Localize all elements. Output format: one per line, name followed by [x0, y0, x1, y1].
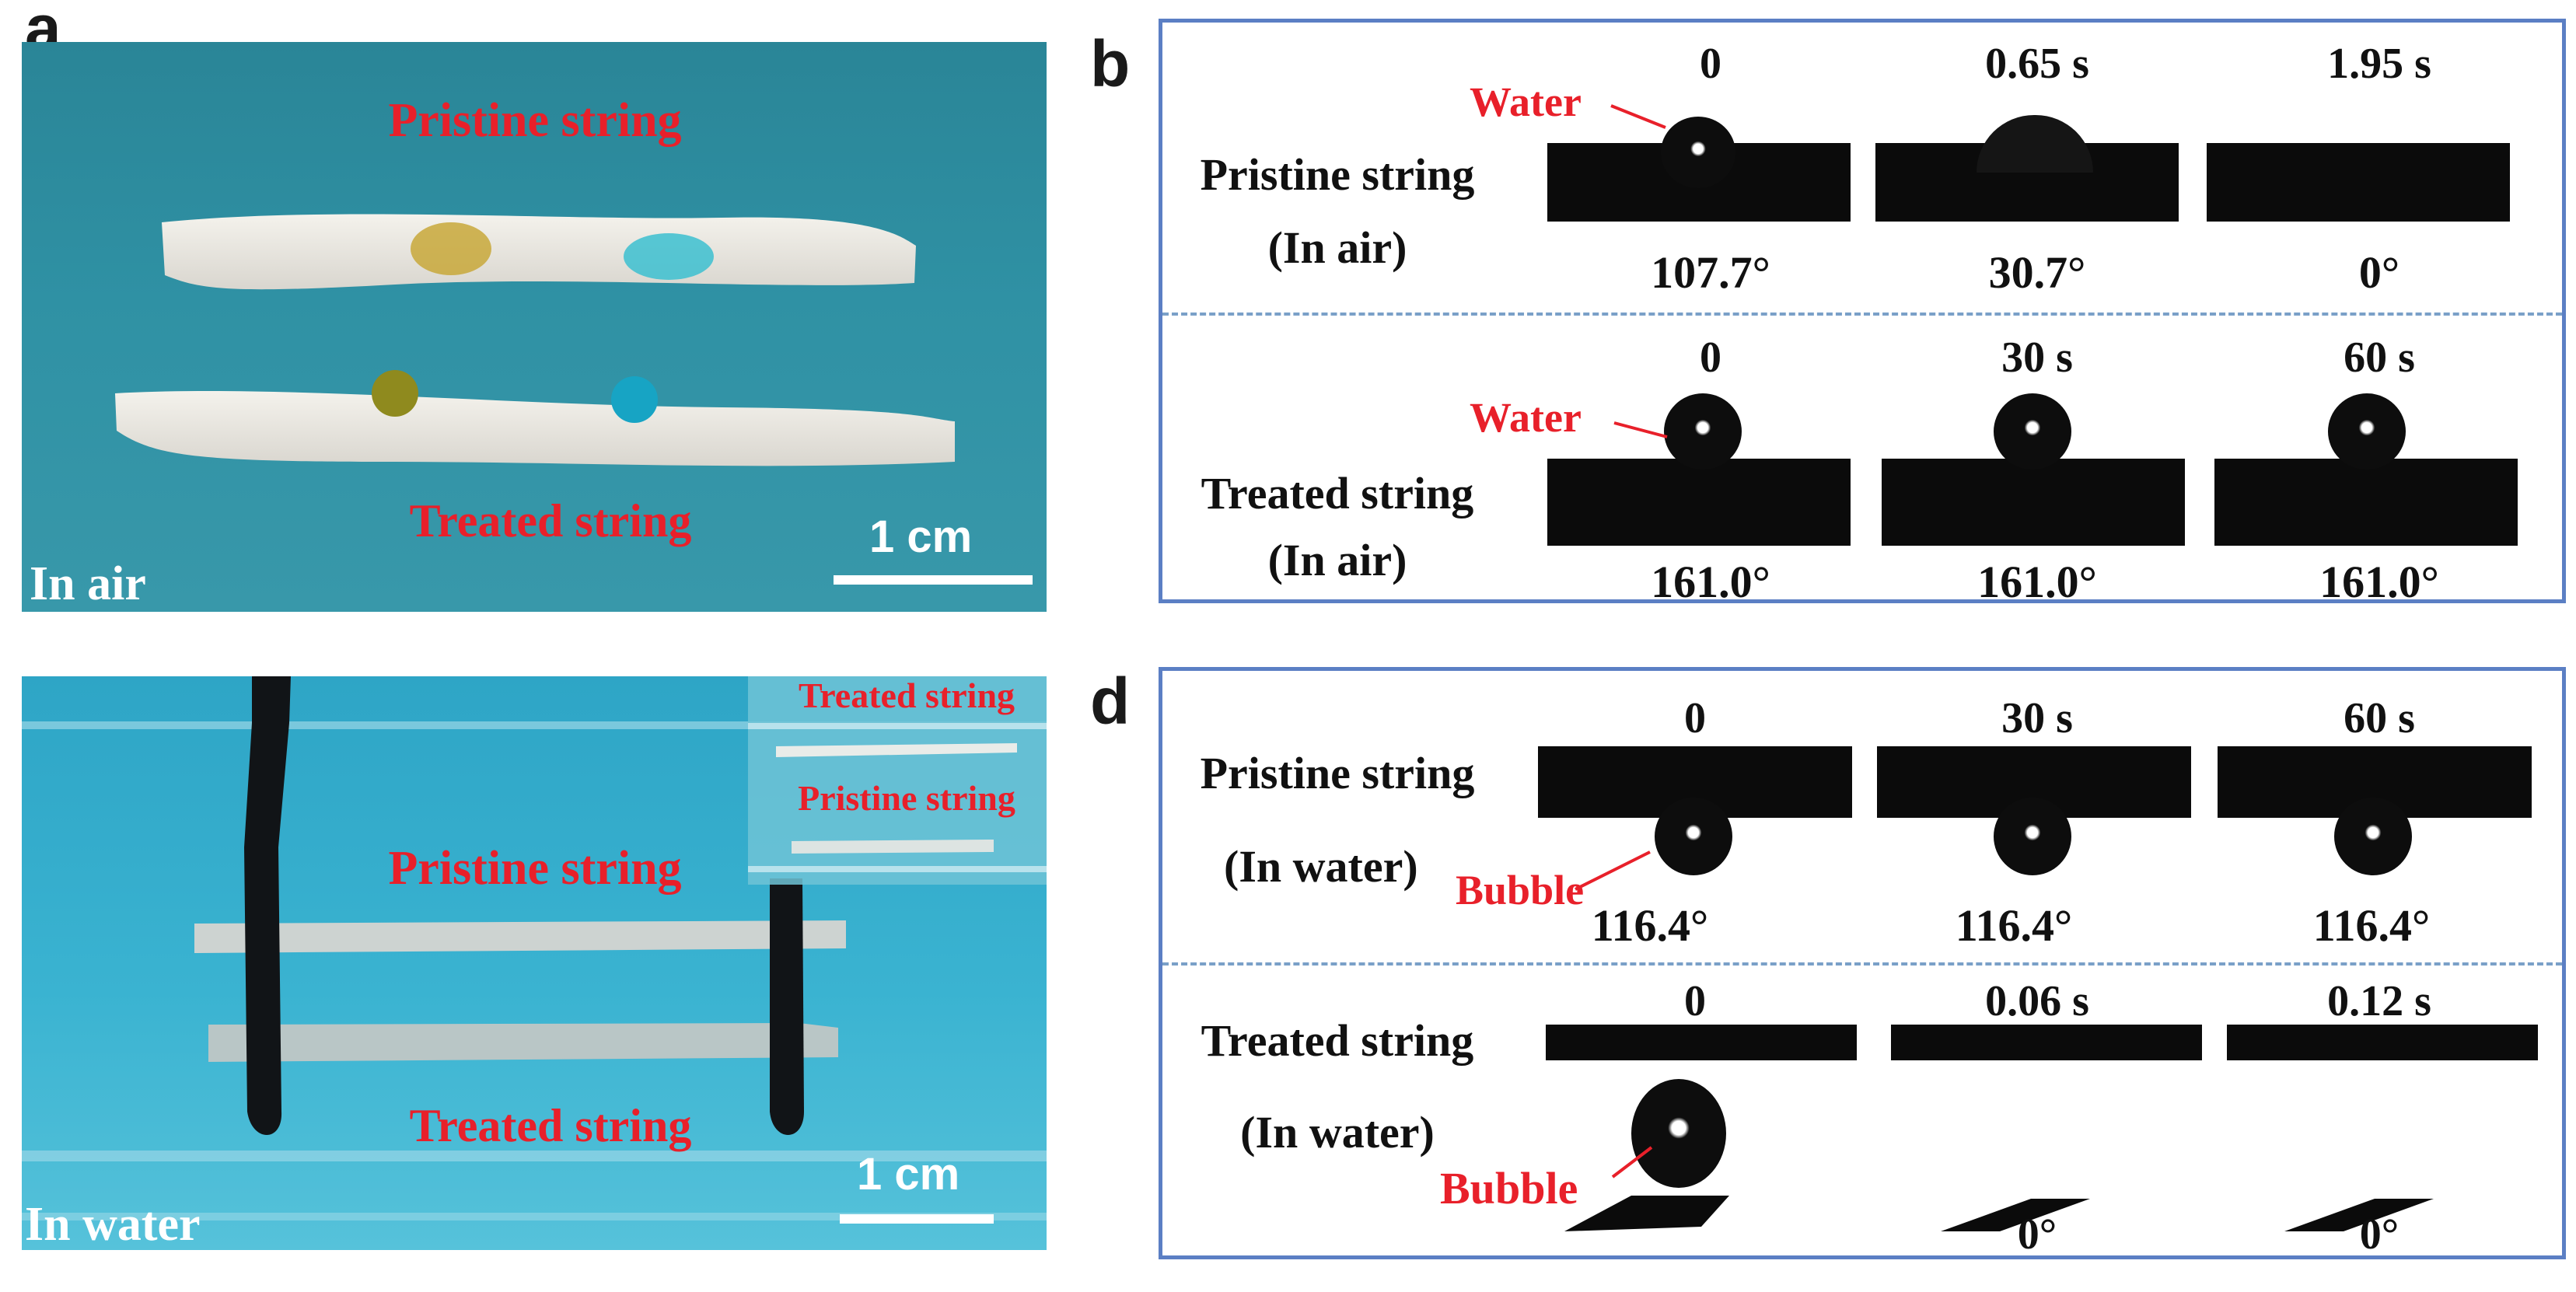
treated-string-label-c: Treated string	[409, 1100, 692, 1151]
d-row2-env: (In water)	[1240, 1107, 1435, 1158]
pristine-yellow-stain	[411, 222, 491, 275]
d-row2-angle-3: 0°	[2359, 1210, 2399, 1259]
c-inset-treated-label: Treated string	[798, 676, 1015, 715]
d-bubble-pointer-2	[1611, 1146, 1653, 1179]
d-row2-time-2: 0.06 s	[1985, 977, 2089, 1025]
d-row2-angle-2: 0°	[2017, 1210, 2057, 1259]
scale-bar-c	[840, 1214, 994, 1224]
bubble-tail	[1564, 1196, 1729, 1231]
bubble-releasing	[1631, 1079, 1726, 1188]
bubble-attached-1	[1655, 798, 1732, 875]
d-row2-name: Treated string	[1201, 1015, 1474, 1066]
d-row1-name: Pristine string	[1200, 748, 1475, 798]
photo-in-water	[22, 676, 1047, 1250]
b-row1-angle-3: 0°	[2358, 247, 2400, 298]
water-droplet-spreading	[1977, 115, 2093, 173]
yellow-droplet	[372, 370, 418, 417]
panel-d-frame	[1159, 667, 2566, 1259]
b-row2-image-3	[2214, 389, 2518, 552]
env-label-a: In air	[30, 557, 146, 610]
d-row1-image-3	[2218, 746, 2532, 902]
panel-b-frame	[1159, 19, 2566, 603]
b-row2-name: Treated string	[1201, 468, 1474, 519]
left-tweezer	[244, 676, 291, 1135]
d-bubble-label-2: Bubble	[1440, 1163, 1578, 1213]
pristine-string-label-a: Pristine string	[388, 94, 682, 147]
panel-b-divider	[1162, 313, 2562, 316]
right-tweezer	[770, 878, 804, 1135]
pristine-string-label-c: Pristine string	[388, 842, 682, 895]
water-droplet-spherical-3	[2328, 393, 2406, 470]
b-row1-image-3	[2207, 117, 2510, 222]
b-row1-angle-1: 107.7°	[1651, 247, 1770, 298]
d-row1-image-1	[1538, 746, 1852, 902]
bubble-attached-3	[2334, 798, 2412, 875]
water-droplet-spherical-2	[1994, 393, 2071, 470]
pristine-string-in-water	[194, 920, 846, 953]
inset-pristine-string	[792, 840, 994, 854]
panel-label-b: b	[1090, 27, 1131, 100]
env-label-c: In water	[25, 1198, 201, 1251]
b-row2-angle-3: 161.0°	[2319, 557, 2439, 607]
b-row2-image-1	[1547, 389, 1851, 552]
treated-string-shape	[115, 391, 955, 466]
d-row1-angle-2: 116.4°	[1955, 900, 2073, 951]
d-row2-image-3	[2227, 1025, 2538, 1234]
b-row2-env: (In air)	[1267, 535, 1407, 585]
d-row1-env: (In water)	[1224, 841, 1418, 892]
photo-in-air	[22, 42, 1047, 612]
d-row1-angle-3: 116.4°	[2312, 900, 2431, 951]
strings-in-water-illustration	[22, 676, 1047, 1220]
d-bubble-label-1: Bubble	[1456, 867, 1585, 913]
strings-in-air-illustration	[115, 214, 955, 466]
b-row2-time-3: 60 s	[2344, 333, 2415, 382]
b-row2-angle-1: 161.0°	[1651, 557, 1770, 607]
d-row1-time-2: 30 s	[2001, 694, 2073, 742]
pristine-blue-stain	[624, 233, 714, 280]
d-row1-image-2	[1877, 746, 2191, 902]
panel-d-divider	[1162, 962, 2562, 966]
b-row2-image-2	[1882, 389, 2185, 552]
d-row1-angle-1: 116.4°	[1591, 900, 1709, 951]
b-row1-angle-2: 30.7°	[1988, 247, 2086, 298]
bubble-attached-2	[1994, 798, 2071, 875]
treated-string-in-water	[208, 1023, 838, 1062]
b-water-label-1: Water	[1470, 79, 1582, 125]
d-row2-image-2	[1891, 1025, 2202, 1234]
b-water-label-2: Water	[1470, 394, 1582, 441]
scale-bar-a	[834, 575, 1033, 585]
b-row1-time-1: 0	[1700, 40, 1721, 88]
b-row1-env: (In air)	[1267, 222, 1407, 273]
b-row2-time-2: 30 s	[2001, 333, 2073, 382]
pristine-string-shape	[162, 214, 916, 290]
b-row1-name: Pristine string	[1200, 149, 1475, 200]
b-water-pointer-2	[1613, 421, 1668, 438]
water-droplet-spherical-1	[1664, 393, 1742, 470]
b-water-pointer-1	[1610, 104, 1666, 129]
panel-label-d: d	[1090, 665, 1131, 738]
b-row1-time-2: 0.65 s	[1985, 40, 2089, 88]
scale-text-a: 1 cm	[869, 512, 973, 562]
d-row2-image-1	[1546, 1025, 1857, 1234]
c-inset-pristine-label: Pristine string	[798, 778, 1015, 818]
d-bubble-pointer-1	[1575, 850, 1651, 891]
blue-droplet	[611, 376, 658, 423]
scale-text-c: 1 cm	[857, 1149, 960, 1199]
treated-string-label-a: Treated string	[409, 495, 692, 546]
bubble-escaped-3	[2284, 1199, 2434, 1231]
inset-treated-string	[776, 743, 1017, 757]
b-row1-time-3: 1.95 s	[2327, 40, 2431, 88]
water-droplet-sessile	[1661, 117, 1735, 188]
d-row1-time-3: 60 s	[2344, 694, 2415, 742]
d-row1-time-1: 0	[1684, 694, 1706, 742]
bubble-escaped-2	[1941, 1199, 2090, 1231]
b-row1-image-2	[1875, 115, 2179, 222]
d-row2-time-3: 0.12 s	[2327, 977, 2431, 1025]
b-row2-time-1: 0	[1700, 333, 1721, 382]
b-row2-angle-2: 161.0°	[1977, 557, 2097, 607]
b-row1-image-1	[1547, 117, 1851, 222]
d-row2-time-1: 0	[1684, 977, 1706, 1025]
